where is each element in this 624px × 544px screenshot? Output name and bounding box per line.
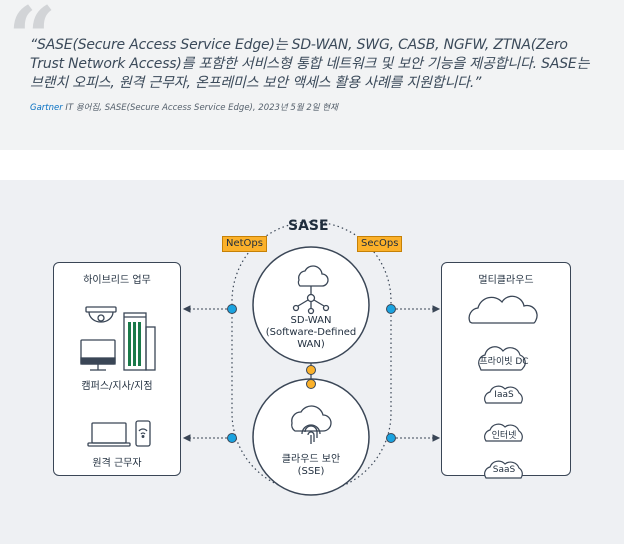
- desktop-monitor-icon: [80, 339, 116, 371]
- iaas-label: IaaS: [494, 390, 514, 400]
- multicloud-title: 멀티클라우드: [478, 275, 534, 286]
- connector-dot-left-top: [227, 304, 237, 314]
- connector-dot-left-bottom: [227, 433, 237, 443]
- saas-label: SaaS: [492, 465, 516, 475]
- sdwan-label-line3: WAN): [297, 339, 325, 350]
- internet-cloud-icon: [484, 423, 523, 442]
- connector-dot-center-top: [306, 365, 316, 375]
- arrow-right-top: [396, 305, 441, 313]
- internet-label: 인터넷: [491, 431, 517, 441]
- hybrid-work-title: 하이브리드 업무: [83, 275, 151, 286]
- secops-tag: SecOps: [357, 236, 403, 252]
- cloud-fingerprint-icon: [291, 405, 332, 444]
- sse-label-line2: (SSE): [297, 466, 325, 477]
- arrow-left-top: [182, 305, 227, 313]
- multicloud-cloud-icon: [468, 295, 538, 324]
- sase-diagram: 하이브리드 업무 멀티클라우드: [0, 180, 624, 544]
- remote-worker-label: 원격 근무자: [92, 458, 142, 469]
- arrow-right-bottom: [396, 434, 441, 442]
- sdwan-label-line2: (Software-Defined: [265, 327, 357, 338]
- sdwan-label-line1: SD-WAN: [290, 315, 332, 326]
- sase-title: SASE: [288, 218, 329, 234]
- quote-text: “SASE(Secure Access Service Edge)는 SD-WA…: [30, 37, 590, 91]
- smartphone-icon: [135, 420, 151, 447]
- quote-panel: “ “SASE(Secure Access Service Edge)는 SD-…: [0, 0, 624, 150]
- network-hub-icon: [292, 265, 330, 315]
- sse-label: 클라우드 보안 (SSE): [255, 454, 367, 478]
- arrow-left-bottom: [182, 434, 227, 442]
- citation: Gartner IT 용어집, SASE(Secure Access Servi…: [30, 101, 338, 113]
- citation-brand: Gartner: [30, 103, 63, 113]
- iaas-cloud-icon: [484, 385, 523, 404]
- netops-tag: NetOps: [222, 236, 267, 252]
- connector-dot-right-top: [386, 304, 396, 314]
- campus-label: 캠퍼스/지사/지점: [81, 381, 153, 392]
- saas-cloud-icon: [484, 460, 523, 479]
- connector-dot-center-bottom: [306, 379, 316, 389]
- sdwan-label: SD-WAN (Software-Defined WAN): [255, 315, 367, 351]
- security-camera-icon: [85, 306, 117, 323]
- quote-mark-icon: “: [8, 0, 57, 87]
- private-dc-cloud-icon: [478, 346, 526, 371]
- private-dc-label: 프라이빗 DC: [479, 357, 529, 367]
- diagram-graphics: [80, 221, 538, 496]
- citation-detail: IT 용어집, SASE(Secure Access Service Edge)…: [62, 103, 338, 113]
- connector-dot-right-bottom: [386, 433, 396, 443]
- sse-label-line1: 클라우드 보안: [281, 454, 341, 465]
- office-building-icon: [123, 312, 156, 371]
- laptop-icon: [87, 422, 131, 447]
- hybrid-work-box: 하이브리드 업무: [53, 262, 181, 476]
